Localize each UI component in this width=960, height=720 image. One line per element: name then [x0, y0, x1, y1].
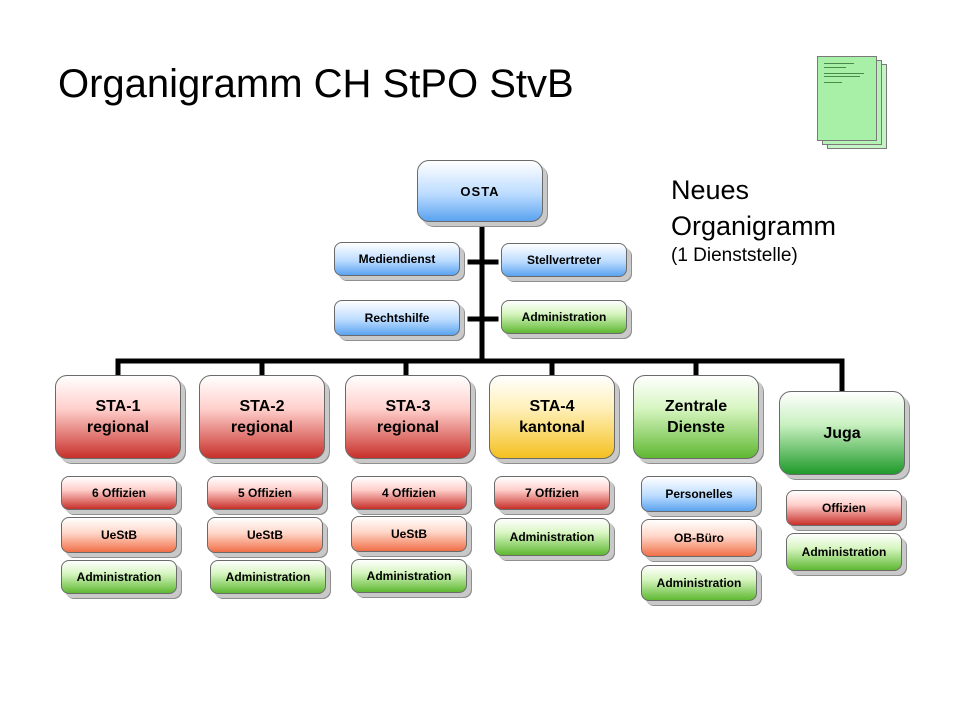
note-line-2: Organigramm: [671, 211, 837, 241]
sta4-administration-box: Administration: [494, 518, 610, 556]
sta2-box: STA-2 regional: [199, 375, 325, 459]
ob-buero-label: OB-Büro: [674, 531, 724, 545]
juga-box: Juga: [779, 391, 905, 475]
personelles-label: Personelles: [665, 487, 733, 501]
sta1-administration-box: Administration: [61, 560, 177, 594]
note-line-3: (1 Dienststelle): [671, 245, 798, 266]
new-organigram-note: Neues Organigramm (1 Dienststelle): [671, 172, 836, 268]
sta2-offizien-label: 5 Offizien: [237, 486, 292, 500]
sta1-label: STA-1 regional: [86, 398, 150, 436]
zentrale-administration-label: Administration: [656, 576, 742, 590]
zentrale-dienste-box: Zentrale Dienste: [633, 375, 759, 459]
stellvertreter-box: Stellvertreter: [501, 243, 627, 277]
sta4-offizien-label: 7 Offizien: [524, 486, 579, 500]
sta2-uestb-box: UeStB: [207, 517, 323, 553]
osta-administration-label: Administration: [521, 310, 607, 324]
note-line-1: Neues: [671, 175, 750, 205]
sta3-label: STA-3 regional: [376, 398, 440, 436]
sta1-administration-label: Administration: [76, 570, 162, 584]
mediendienst-box: Mediendienst: [334, 242, 460, 276]
sta4-offizien-box: 7 Offizien: [494, 476, 610, 510]
personelles-box: Personelles: [641, 476, 757, 512]
stellvertreter-label: Stellvertreter: [526, 253, 602, 267]
juga-offizien-box: Offizien: [786, 490, 902, 526]
sta2-administration-label: Administration: [225, 570, 311, 584]
sta1-box: STA-1 regional: [55, 375, 181, 459]
page-title: Organigramm CH StPO StvB: [58, 62, 574, 106]
sta3-offizien-label: 4 Offizien: [381, 486, 436, 500]
rechtshilfe-box: Rechtshilfe: [334, 300, 460, 336]
sta1-offizien-box: 6 Offizien: [61, 476, 177, 510]
sta2-offizien-box: 5 Offizien: [207, 476, 323, 510]
sta3-box: STA-3 regional: [345, 375, 471, 459]
osta-label: OSTA: [460, 183, 500, 199]
sta1-offizien-label: 6 Offizien: [91, 486, 146, 500]
juga-offizien-label: Offizien: [822, 501, 866, 515]
sta2-label: STA-2 regional: [230, 398, 294, 436]
juga-administration-box: Administration: [786, 533, 902, 571]
sta4-box: STA-4 kantonal: [489, 375, 615, 459]
sta3-uestb-box: UeStB: [351, 516, 467, 552]
juga-label: Juga: [823, 424, 861, 442]
juga-administration-label: Administration: [801, 545, 887, 559]
sta3-uestb-label: UeStB: [390, 527, 427, 541]
sta4-administration-label: Administration: [509, 530, 595, 544]
zentrale-dienste-label: Zentrale Dienste: [664, 398, 728, 436]
sta1-uestb-label: UeStB: [100, 528, 137, 542]
osta-box: OSTA: [417, 160, 543, 222]
sta3-administration-box: Administration: [351, 559, 467, 593]
ob-buero-box: OB-Büro: [641, 519, 757, 557]
zentrale-administration-box: Administration: [641, 565, 757, 601]
mediendienst-label: Mediendienst: [358, 252, 436, 266]
sta2-uestb-label: UeStB: [246, 528, 283, 542]
sta3-offizien-box: 4 Offizien: [351, 476, 467, 510]
sta4-label: STA-4 kantonal: [519, 398, 585, 436]
sta2-administration-box: Administration: [210, 560, 326, 594]
osta-administration-box: Administration: [501, 300, 627, 334]
rechtshilfe-label: Rechtshilfe: [364, 311, 430, 325]
sta3-administration-label: Administration: [366, 569, 452, 583]
sta1-uestb-box: UeStB: [61, 517, 177, 553]
document-stack-icon: [817, 56, 889, 149]
